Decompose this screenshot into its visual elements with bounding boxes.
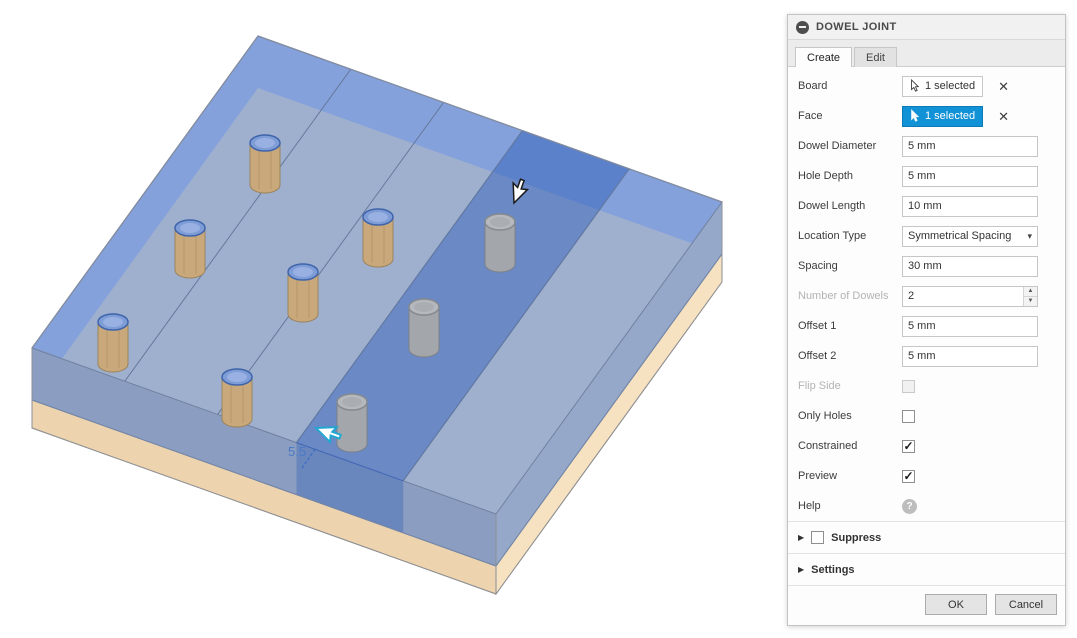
stepper-up-icon[interactable]: ▲ [1024, 287, 1037, 297]
board-outline [31, 35, 723, 595]
dowel-existing[interactable] [249, 134, 281, 194]
location-type-label: Location Type [798, 230, 867, 242]
dowel-length-input[interactable] [902, 195, 1038, 217]
dimension-label: 5.5 [288, 444, 306, 459]
cancel-button[interactable]: Cancel [995, 594, 1057, 615]
dowel-preview[interactable] [336, 393, 368, 453]
dimension-annotation[interactable]: 5.5 [288, 444, 317, 469]
dowel-existing[interactable] [287, 263, 319, 323]
flip-side-checkbox [902, 379, 915, 393]
dowel-diameter-input[interactable] [902, 135, 1038, 157]
stepper-buttons: ▲ ▼ [1023, 286, 1037, 306]
hole-depth-input[interactable] [902, 165, 1038, 187]
offset-1-label: Offset 1 [798, 320, 837, 332]
field-row-constrained: Constrained ✓ [798, 431, 1055, 461]
board-backwall-right [258, 36, 722, 254]
dowel-existing[interactable] [362, 208, 394, 268]
field-row-preview: Preview ✓ [798, 461, 1055, 491]
command-icon [796, 20, 809, 34]
number-of-dowels-input[interactable] [902, 285, 1038, 307]
settings-section[interactable]: ▶ Settings [788, 553, 1065, 585]
offset-2-input[interactable] [902, 345, 1038, 367]
settings-label: Settings [811, 563, 855, 576]
number-of-dowels-label: Number of Dowels [798, 290, 889, 302]
field-row-spacing: Spacing [798, 251, 1055, 281]
offset-2-label: Offset 2 [798, 350, 837, 362]
board-backwall-left [32, 36, 258, 400]
suppress-checkbox[interactable] [811, 531, 825, 544]
location-type-dropdown[interactable]: Symmetrical Spacing ▾ [902, 225, 1038, 247]
field-row-dowel-length: Dowel Length [798, 191, 1055, 221]
face-selection-count: 1 selected [925, 110, 976, 122]
field-row-only-holes: Only Holes [798, 401, 1055, 431]
constrained-checkbox[interactable]: ✓ [902, 439, 915, 453]
field-row-face: Face 1 selected ✕ [798, 101, 1055, 131]
tab-edit[interactable]: Edit [854, 47, 897, 67]
dowel-layer [97, 134, 516, 453]
board-selection-count: 1 selected [925, 80, 976, 92]
field-row-help: Help ? [798, 491, 1055, 521]
field-row-offset-1: Offset 1 [798, 311, 1055, 341]
dialog-tabs: Create Edit [788, 40, 1065, 67]
dialog-header[interactable]: DOWEL JOINT [788, 15, 1065, 40]
chevron-down-icon: ▾ [1027, 230, 1032, 241]
board-label: Board [798, 80, 828, 92]
help-icon[interactable]: ? [902, 498, 917, 514]
suppress-section[interactable]: ▶ Suppress [788, 521, 1065, 553]
preview-label: Preview [798, 470, 838, 482]
spacing-input[interactable] [902, 255, 1038, 277]
field-row-hole-depth: Hole Depth [798, 161, 1055, 191]
location-type-value: Symmetrical Spacing [908, 230, 1012, 242]
field-row-dowel-diameter: Dowel Diameter [798, 131, 1055, 161]
dialog-footer: OK Cancel [788, 585, 1065, 625]
board-seam-lines [124, 68, 630, 482]
only-holes-label: Only Holes [798, 410, 852, 422]
face-label: Face [798, 110, 823, 122]
face-selection-chip[interactable]: 1 selected [902, 105, 984, 127]
dialog-body: Board 1 selected ✕ Face [788, 67, 1065, 521]
suppress-label: Suppress [831, 531, 882, 544]
dowel-preview[interactable] [484, 213, 516, 273]
board-selection-chip[interactable]: 1 selected [902, 75, 984, 97]
field-row-offset-2: Offset 2 [798, 341, 1055, 371]
field-row-flip-side: Flip Side [798, 371, 1055, 401]
field-row-location-type: Location Type Symmetrical Spacing ▾ [798, 221, 1055, 251]
spacing-label: Spacing [798, 260, 838, 272]
dialog-title: DOWEL JOINT [816, 21, 897, 33]
number-of-dowels-stepper: ▲ ▼ [902, 285, 1038, 307]
stepper-down-icon[interactable]: ▼ [1027, 298, 1034, 304]
dowel-existing[interactable] [174, 219, 206, 279]
dowel-joint-dialog: DOWEL JOINT Create Edit Board 1 selected… [787, 14, 1066, 626]
offset-1-input[interactable] [902, 315, 1038, 337]
dowel-diameter-label: Dowel Diameter [798, 140, 877, 152]
ok-button[interactable]: OK [925, 594, 987, 615]
select-cursor-icon [911, 78, 920, 92]
dowel-preview[interactable] [408, 298, 440, 358]
constrained-label: Constrained [798, 440, 858, 452]
field-row-number-of-dowels: Number of Dowels ▲ ▼ [798, 281, 1055, 311]
only-holes-checkbox[interactable] [902, 409, 915, 423]
preview-checkbox[interactable]: ✓ [902, 469, 915, 483]
help-label: Help [798, 500, 821, 512]
selected-face-stripe-side [296, 442, 404, 533]
field-row-board: Board 1 selected ✕ [798, 71, 1055, 101]
hole-depth-label: Hole Depth [798, 170, 854, 182]
flip-side-label: Flip Side [798, 380, 841, 392]
expander-icon[interactable]: ▶ [798, 533, 805, 542]
3d-viewport[interactable]: 5.5 [0, 0, 780, 638]
board-clear-icon[interactable]: ✕ [998, 78, 1010, 94]
pointer-cursor-icon [512, 178, 530, 205]
select-cursor-icon [911, 108, 920, 122]
dowel-existing[interactable] [97, 313, 129, 373]
manipulator-cursor-icon [313, 426, 343, 445]
expander-icon[interactable]: ▶ [798, 565, 805, 574]
dowel-length-label: Dowel Length [798, 200, 866, 212]
face-clear-icon[interactable]: ✕ [998, 108, 1010, 124]
dowel-existing[interactable] [221, 368, 253, 428]
tab-create[interactable]: Create [795, 47, 853, 67]
